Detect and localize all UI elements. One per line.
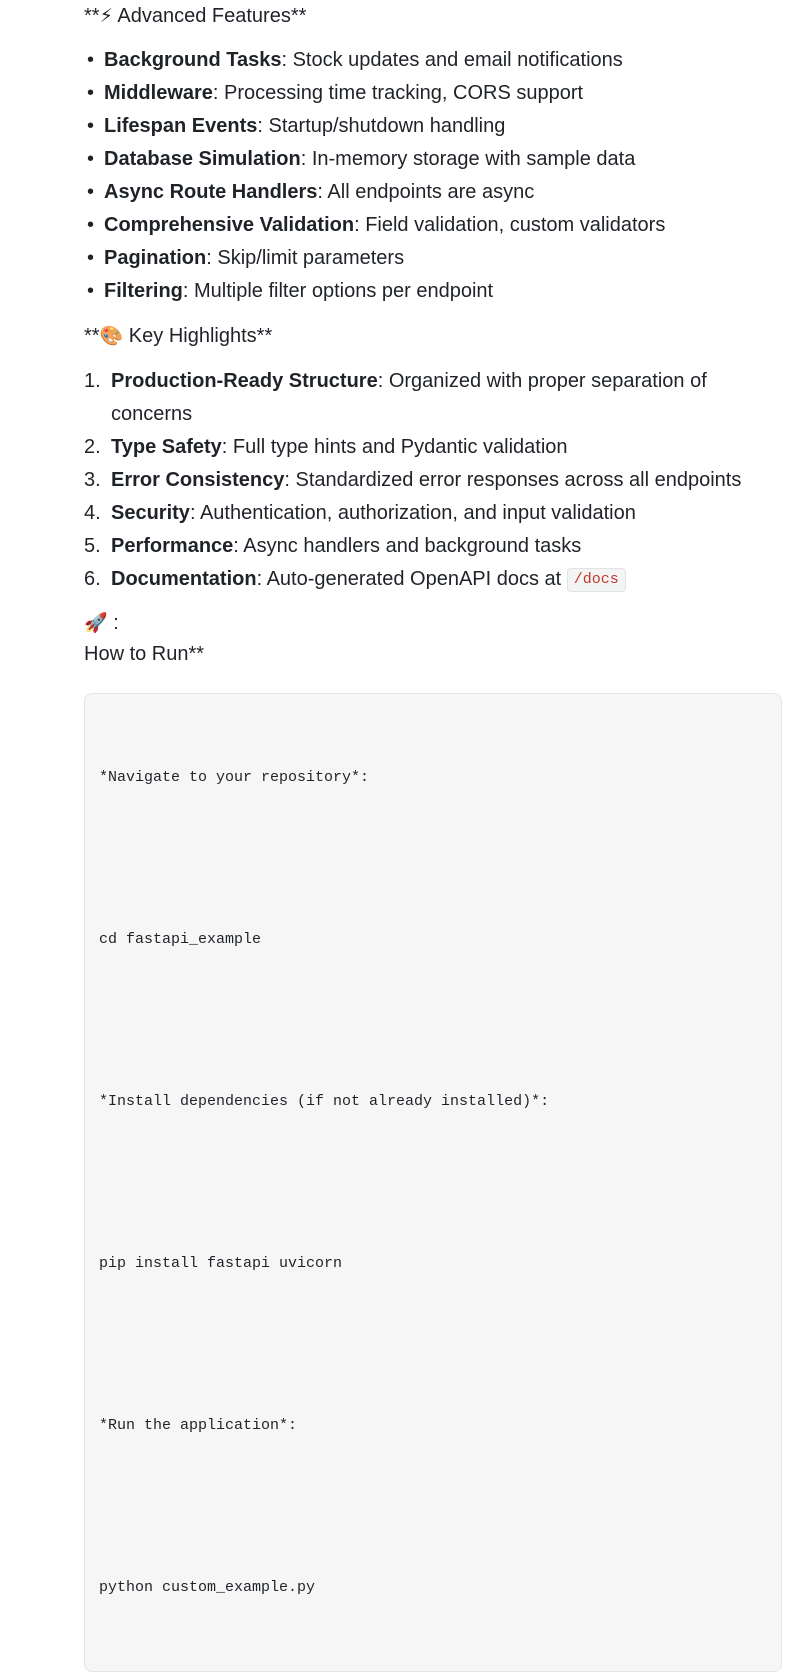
code-line bbox=[99, 1493, 765, 1520]
code-line bbox=[99, 845, 765, 872]
list-item-label: Security bbox=[111, 502, 190, 524]
how-to-run-heading: 🚀 : bbox=[84, 608, 784, 639]
list-item: 2. Type Safety: Full type hints and Pydan… bbox=[84, 431, 784, 464]
list-item-label: Documentation bbox=[111, 568, 257, 590]
high-voltage-emoji: ⚡ bbox=[99, 5, 113, 27]
raw-asterisks-prefix: ** bbox=[84, 325, 100, 347]
list-item-separator: : bbox=[300, 148, 312, 170]
list-item-text: Async handlers and background tasks bbox=[243, 535, 582, 557]
list-item-separator: : bbox=[189, 502, 200, 524]
list-item-label: Middleware bbox=[104, 82, 213, 104]
list-item-separator: : bbox=[256, 568, 267, 590]
code-line bbox=[99, 1007, 765, 1034]
list-item-text: Field validation, custom validators bbox=[365, 214, 666, 236]
code-line: python custom_example.py bbox=[99, 1579, 316, 1596]
list-item-text: Full type hints and Pydantic validation bbox=[232, 436, 568, 458]
rocket-emoji: 🚀 bbox=[84, 612, 108, 634]
list-item-number: 5. bbox=[84, 535, 101, 557]
list-item: Background Tasks: Stock updates and emai… bbox=[84, 44, 784, 77]
list-item-text: Multiple filter options per endpoint bbox=[194, 280, 494, 302]
how-to-run-colon: : bbox=[107, 612, 119, 634]
list-item-label: Lifespan Events bbox=[104, 115, 258, 137]
spacer bbox=[84, 596, 784, 608]
list-item-label: Performance bbox=[111, 535, 234, 557]
code-line: *Run the application*: bbox=[99, 1417, 298, 1434]
code-line: *Install dependencies (if not already in… bbox=[99, 1093, 550, 1110]
docs-endpoint-code: /docs bbox=[566, 568, 626, 592]
list-item-number: 6. bbox=[84, 568, 101, 590]
code-line: pip install fastapi uvicorn bbox=[99, 1255, 343, 1272]
list-item-separator: : bbox=[377, 370, 389, 392]
code-line bbox=[99, 1169, 765, 1196]
list-item-label: Background Tasks bbox=[104, 49, 282, 71]
section-title-text: Advanced Features bbox=[112, 5, 291, 27]
list-item-separator: : bbox=[212, 82, 225, 104]
list-item-separator: : bbox=[281, 49, 293, 71]
list-item-separator: : bbox=[317, 181, 328, 203]
list-item-text: In-memory storage with sample data bbox=[311, 148, 636, 170]
list-item: 6. Documentation: Auto-generated OpenAPI … bbox=[84, 563, 784, 596]
list-item: Comprehensive Validation: Field validati… bbox=[84, 209, 784, 242]
list-item-separator: : bbox=[182, 280, 195, 302]
list-item-text: Skip/limit parameters bbox=[217, 247, 405, 269]
list-item: 1. Production-Ready Structure: Organized … bbox=[84, 365, 784, 431]
list-item-text: Startup/shutdown handling bbox=[268, 115, 506, 137]
list-item-label: Pagination bbox=[104, 247, 207, 269]
list-item-separator: : bbox=[354, 214, 366, 236]
list-item-text: All endpoints are async bbox=[327, 181, 535, 203]
list-item-label: Comprehensive Validation bbox=[104, 214, 355, 236]
key-highlights-list: 1. Production-Ready Structure: Organized … bbox=[84, 365, 784, 596]
list-item-label: Async Route Handlers bbox=[104, 181, 318, 203]
list-item: Async Route Handlers: All endpoints are … bbox=[84, 176, 784, 209]
list-item: 4. Security: Authentication, authorizatio… bbox=[84, 497, 784, 530]
section-heading-key-highlights: **🎨 Key Highlights** bbox=[84, 320, 784, 353]
list-item-number: 2. bbox=[84, 436, 101, 458]
artist-palette-emoji: 🎨 bbox=[99, 325, 124, 347]
how-to-run-title: How to Run** bbox=[84, 643, 205, 665]
markdown-document-view: **⚡ Advanced Features** Background Tasks… bbox=[0, 0, 808, 1018]
list-item-label: Filtering bbox=[104, 280, 183, 302]
list-item: 5. Performance: Async handlers and backgr… bbox=[84, 530, 784, 563]
list-item-separator: : bbox=[221, 436, 233, 458]
list-item-text: Standardized error responses across all … bbox=[295, 469, 742, 491]
list-item-text: Authentication, authorization, and input… bbox=[199, 502, 636, 524]
code-line: *Navigate to your repository*: bbox=[99, 769, 370, 786]
list-item-label: Production-Ready Structure bbox=[111, 370, 378, 392]
list-item-text: Stock updates and email notifications bbox=[292, 49, 623, 71]
list-item: 3. Error Consistency: Standardized error … bbox=[84, 464, 784, 497]
list-item-separator: : bbox=[284, 469, 296, 491]
list-item: Database Simulation: In-memory storage w… bbox=[84, 143, 784, 176]
list-item-separator: : bbox=[206, 247, 218, 269]
list-item-label: Database Simulation bbox=[104, 148, 301, 170]
list-item-text: Auto-generated OpenAPI docs at bbox=[266, 568, 567, 590]
spacer bbox=[84, 353, 784, 365]
list-item-label: Type Safety bbox=[111, 436, 222, 458]
code-line bbox=[99, 1331, 765, 1358]
list-item-label: Error Consistency bbox=[111, 469, 285, 491]
spacer bbox=[84, 308, 784, 320]
list-item-separator: : bbox=[233, 535, 244, 557]
section-title-text: Key Highlights bbox=[123, 325, 257, 347]
spacer bbox=[84, 670, 784, 693]
list-item-number: 1. bbox=[84, 370, 101, 392]
list-item-text: Processing time tracking, CORS support bbox=[224, 82, 584, 104]
list-item-text: Organized with proper separation of conc… bbox=[111, 370, 707, 425]
list-item-number: 3. bbox=[84, 469, 101, 491]
list-item: Filtering: Multiple filter options per e… bbox=[84, 275, 784, 308]
raw-asterisks-prefix: ** bbox=[84, 5, 100, 27]
spacer bbox=[84, 33, 784, 44]
list-item: Middleware: Processing time tracking, CO… bbox=[84, 77, 784, 110]
list-item-number: 4. bbox=[84, 502, 101, 524]
section-heading-advanced-features: **⚡ Advanced Features** bbox=[84, 0, 784, 33]
advanced-features-list: Background Tasks: Stock updates and emai… bbox=[84, 44, 784, 308]
raw-asterisks-suffix: ** bbox=[256, 325, 273, 347]
list-item: Lifespan Events: Startup/shutdown handli… bbox=[84, 110, 784, 143]
run-instructions-code-block[interactable]: *Navigate to your repository*: cd fastap… bbox=[84, 693, 782, 1672]
raw-asterisks-suffix: ** bbox=[290, 5, 307, 27]
code-line: cd fastapi_example bbox=[99, 931, 262, 948]
list-item-separator: : bbox=[257, 115, 269, 137]
list-item: Pagination: Skip/limit parameters bbox=[84, 242, 784, 275]
